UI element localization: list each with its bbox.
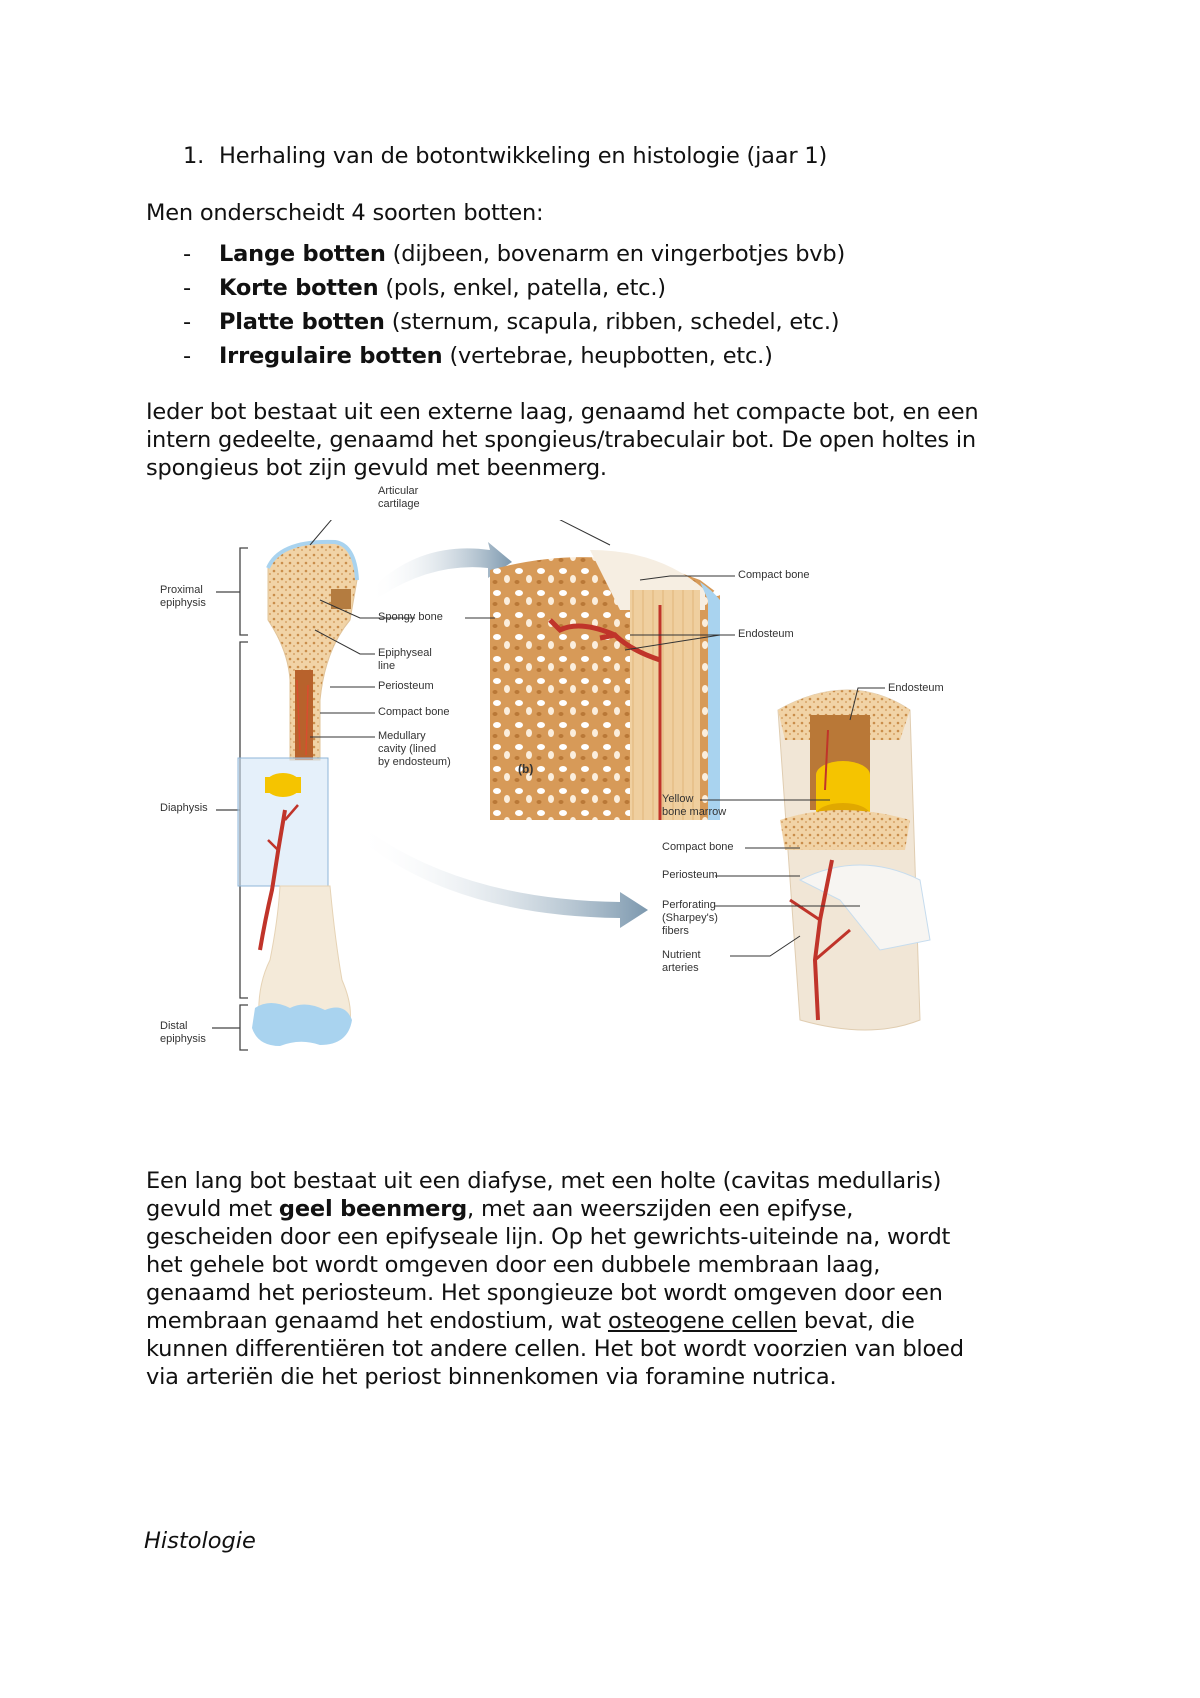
heading-text: Herhaling van de botontwikkeling en hist… [219, 143, 828, 169]
bone-illustration [212, 520, 931, 1051]
label-compact-bone: Compact bone [378, 706, 450, 718]
p2-line: gevuld met geel beenmerg, met aan weersz… [146, 1196, 854, 1222]
intro-text: Men onderscheidt 4 soorten botten: [146, 200, 544, 226]
label-spongy-bone: Spongy bone [378, 611, 443, 623]
bone-types-list: -Lange botten (dijbeen, bovenarm en ving… [183, 237, 845, 373]
label-endosteum-c: Endosteum [888, 682, 944, 694]
p2-line: Een lang bot bestaat uit een diafyse, me… [146, 1168, 942, 1194]
paragraph-long-bone: Een lang bot bestaat uit een diafyse, me… [146, 1167, 1146, 1391]
label-perforating-fibers: Perforating(Sharpey's)fibers [662, 899, 718, 937]
paragraph-bone-layers: Ieder bot bestaat uit een externe laag, … [146, 399, 979, 481]
p2-line: via arteriën die het periost binnenkomen… [146, 1364, 837, 1390]
label-periosteum: Periosteum [378, 680, 434, 692]
p2-line: membraan genaamd het endostium, wat oste… [146, 1308, 915, 1334]
p2-line: gescheiden door een epifyseale lijn. Op … [146, 1224, 951, 1250]
label-diaphysis: Diaphysis [160, 802, 208, 814]
label-endosteum-b: Endosteum [738, 628, 794, 640]
list-item: -Lange botten (dijbeen, bovenarm en ving… [183, 241, 846, 267]
p2-line: kunnen differentiëren tot andere cellen.… [146, 1336, 964, 1362]
list-item: -Irregulaire botten (vertebrae, heupbott… [183, 343, 773, 369]
label-compact-bone-b: Compact bone [738, 569, 810, 581]
list-item: -Platte botten (sternum, scapula, ribben… [183, 309, 840, 335]
list-item: -Korte botten (pols, enkel, patella, etc… [183, 275, 666, 301]
section-heading: 1. Herhaling van de botontwikkeling en hi… [183, 142, 827, 170]
label-panel-b: (b) [518, 762, 534, 776]
p2-line: het gehele bot wordt omgeven door een du… [146, 1252, 881, 1278]
heading-number: 1. [183, 143, 205, 169]
p2-line: genaamd het periosteum. Het spongieuze b… [146, 1280, 943, 1306]
label-periosteum-c: Periosteum [662, 869, 718, 881]
subheading-histologie: Histologie [144, 1528, 256, 1554]
label-compact-bone-c: Compact bone [662, 841, 734, 853]
